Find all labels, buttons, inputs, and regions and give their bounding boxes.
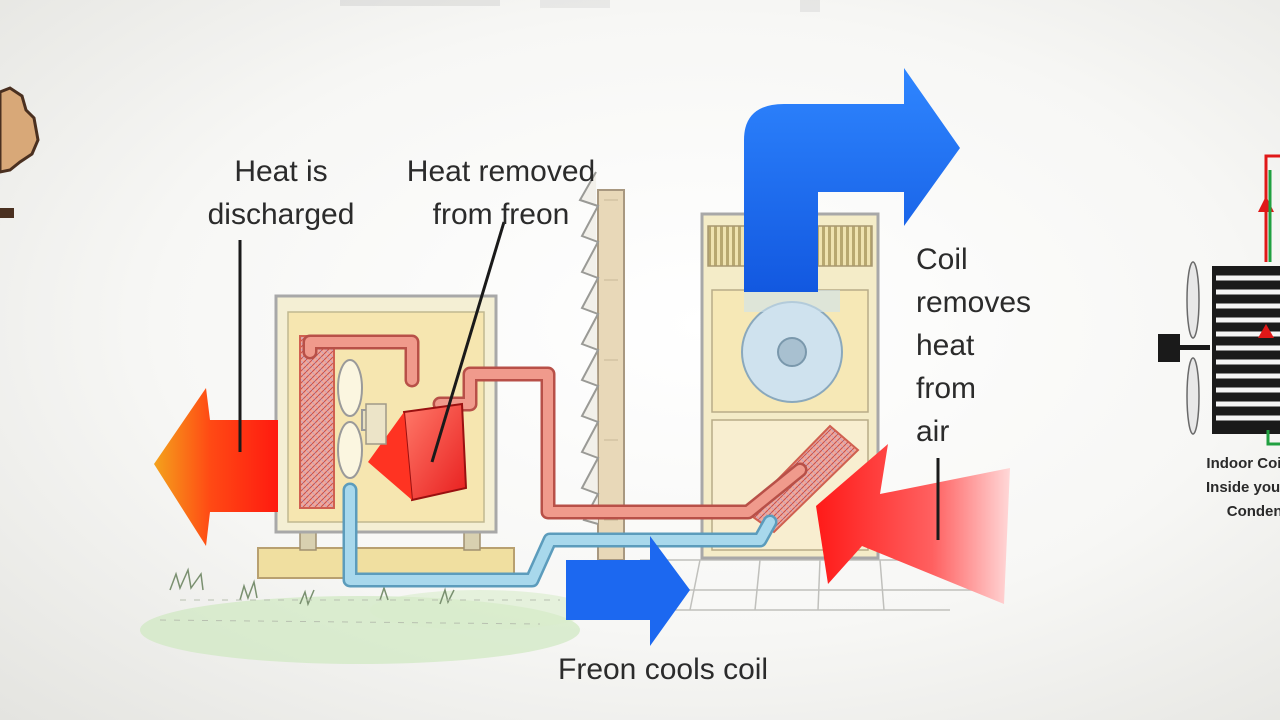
warm-air-inlet-arrow xyxy=(816,444,1010,604)
label-coil-removes-heat: Coil removes heat from air xyxy=(916,238,1066,453)
label-freon-cools-text: Freon cools coil xyxy=(558,653,769,686)
left-cutoff-illustration xyxy=(0,86,40,218)
blower-fan xyxy=(741,290,843,403)
label-heat-discharged: Heat is discharged xyxy=(196,150,366,236)
label-coil-line4: from xyxy=(916,372,976,405)
cool-air-supply-arrow xyxy=(744,68,960,292)
side-panel-caption: Indoor Coil Inside your Condense xyxy=(1176,452,1280,524)
house-wall xyxy=(578,171,625,561)
label-coil-line3: heat xyxy=(916,329,975,362)
callout-lines xyxy=(238,221,940,540)
heat-discharge-arrow xyxy=(154,388,278,546)
refrigerant-lines xyxy=(302,334,808,588)
outdoor-unit-pad xyxy=(257,527,515,579)
pointer-heat-removed xyxy=(430,221,506,463)
freon-flow-arrow xyxy=(566,536,690,646)
label-heat-removed-line1: Heat removed xyxy=(406,155,596,188)
side-caption-line3: Condense xyxy=(1226,503,1280,520)
label-freon-cools-coil: Freon cools coil xyxy=(558,648,798,691)
side-caption-line1: Indoor Coil xyxy=(1206,455,1280,472)
label-heat-discharged-line2: discharged xyxy=(207,198,355,231)
label-coil-line1: Coil xyxy=(916,243,968,276)
label-heat-removed: Heat removed from freon xyxy=(398,150,604,236)
side-caption-line2: Inside your xyxy=(1205,479,1280,496)
label-coil-line2: removes xyxy=(916,286,1032,319)
side-panel-diagram xyxy=(1158,154,1280,446)
label-heat-discharged-line1: Heat is xyxy=(234,155,328,188)
ground-grass xyxy=(140,567,590,664)
faded-background-marks xyxy=(340,0,820,12)
label-heat-removed-line2: from freon xyxy=(432,198,570,231)
label-coil-line5: air xyxy=(916,415,950,448)
condenser-coil xyxy=(299,335,335,509)
